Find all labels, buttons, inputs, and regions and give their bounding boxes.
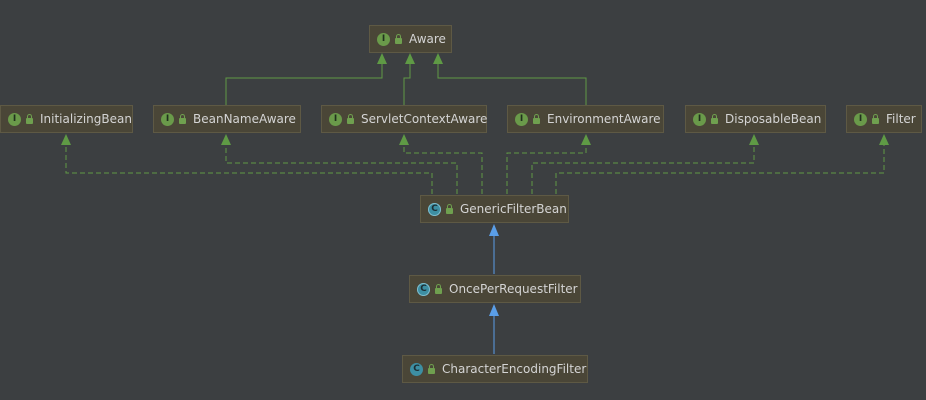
public-lock-icon — [394, 33, 403, 45]
public-lock-icon — [427, 363, 436, 375]
interface-icon: I — [854, 112, 867, 126]
interface-icon: I — [329, 112, 342, 126]
node-label: BeanNameAware — [193, 112, 296, 126]
node-aware[interactable]: I Aware — [369, 25, 452, 53]
edge-gfb-beannameaware — [225, 140, 458, 194]
arrowheads-layer — [61, 53, 889, 316]
node-characterencodingfilter[interactable]: C CharacterEncodingFilter — [402, 355, 588, 383]
arrowhead-onceperrequest — [489, 304, 499, 316]
arrowhead-aware-3 — [433, 53, 443, 64]
public-lock-icon — [445, 203, 454, 215]
abstract-class-icon: C — [428, 202, 441, 216]
node-filter[interactable]: I Filter — [846, 105, 922, 133]
edge-beannameaware-aware — [225, 58, 383, 106]
edge-gfb-disposablebean — [531, 140, 755, 194]
node-label: EnvironmentAware — [547, 112, 661, 126]
public-lock-icon — [178, 113, 187, 125]
node-label: DisposableBean — [725, 112, 822, 126]
node-servletcontextaware[interactable]: I ServletContextAware — [321, 105, 487, 133]
edge-servletcontextaware-aware — [403, 58, 411, 106]
node-beannameaware[interactable]: I BeanNameAware — [153, 105, 301, 133]
arrowhead-disposablebean — [749, 134, 759, 145]
interface-icon: I — [515, 112, 528, 126]
public-lock-icon — [532, 113, 541, 125]
node-label: Filter — [886, 112, 916, 126]
edges-layer — [65, 58, 885, 354]
node-environmentaware[interactable]: I EnvironmentAware — [507, 105, 664, 133]
edge-gfb-environmentaware — [506, 140, 587, 194]
interface-icon: I — [161, 112, 174, 126]
arrowhead-gfb — [489, 224, 499, 236]
node-label: GenericFilterBean — [460, 202, 567, 216]
arrowhead-initializingbean — [61, 134, 71, 145]
edge-gfb-initializingbean — [65, 140, 433, 194]
arrowhead-aware-1 — [377, 53, 387, 64]
node-onceperrequestfilter[interactable]: C OncePerRequestFilter — [409, 275, 581, 303]
node-label: Aware — [409, 32, 446, 46]
abstract-class-icon: C — [417, 282, 430, 296]
edge-gfb-servletcontextaware — [403, 140, 483, 194]
interface-icon: I — [377, 32, 390, 46]
interface-icon: I — [8, 112, 21, 126]
node-label: CharacterEncodingFilter — [442, 362, 587, 376]
arrowhead-beannameaware — [221, 134, 231, 145]
arrowhead-servletcontextaware — [399, 134, 409, 145]
class-icon: C — [410, 362, 423, 376]
public-lock-icon — [346, 113, 355, 125]
public-lock-icon — [710, 113, 719, 125]
node-label: InitializingBean — [40, 112, 132, 126]
node-label: ServletContextAware — [361, 112, 488, 126]
arrowhead-aware-2 — [405, 53, 415, 64]
interface-icon: I — [693, 112, 706, 126]
public-lock-icon — [871, 113, 880, 125]
node-initializingbean[interactable]: I InitializingBean — [0, 105, 133, 133]
public-lock-icon — [434, 283, 443, 295]
edge-environmentaware-aware — [437, 58, 587, 106]
edge-gfb-filter — [555, 140, 885, 194]
node-disposablebean[interactable]: I DisposableBean — [685, 105, 826, 133]
public-lock-icon — [25, 113, 34, 125]
arrowhead-filter — [879, 134, 889, 145]
node-label: OncePerRequestFilter — [449, 282, 578, 296]
node-genericfilterbean[interactable]: C GenericFilterBean — [420, 195, 569, 223]
arrowhead-environmentaware — [581, 134, 591, 145]
